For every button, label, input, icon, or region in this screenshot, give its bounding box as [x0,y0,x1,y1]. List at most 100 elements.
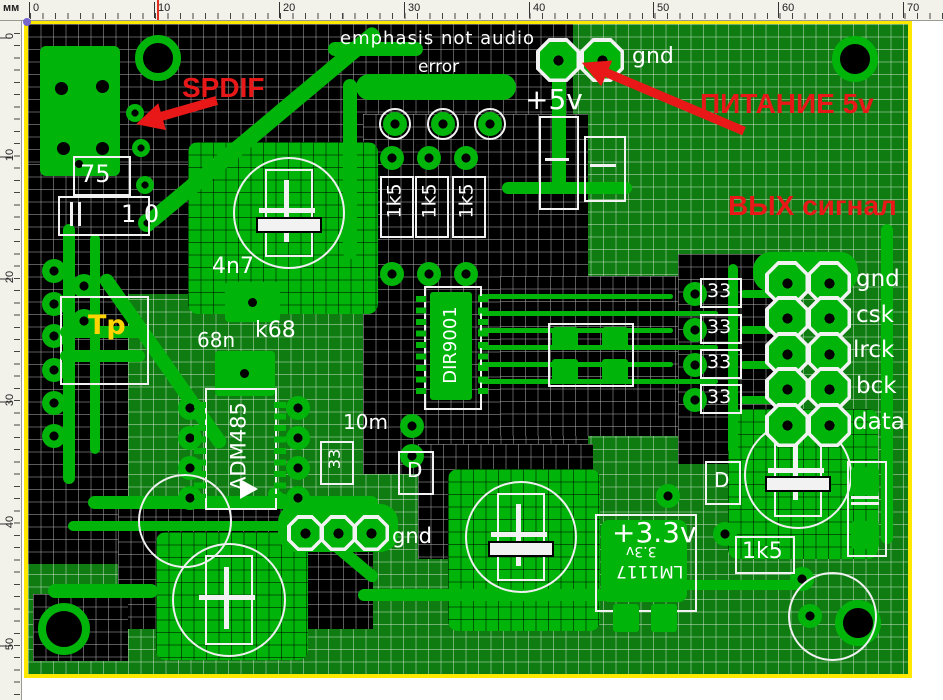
hole [240,369,249,378]
pad [656,484,680,508]
resistor-1k5-outline [415,176,449,238]
ic-pins [416,296,426,396]
cap-symbol [70,202,73,226]
test-point-outline [60,296,149,385]
resistor-33-label: 33 [707,280,732,302]
trace [358,589,658,601]
cap-symbol [78,202,81,226]
pad [132,139,150,157]
trace [90,234,100,454]
diode-outline [705,461,741,505]
cap-symbol [851,496,879,499]
electrolytic-cap [465,481,577,593]
cap-polarity-bar [256,217,322,233]
regulator-voltage-label: 3.3v [626,543,657,559]
cap-body-outline [265,169,313,257]
trace [478,379,718,384]
trace [48,584,158,598]
ic-pins [194,402,206,498]
resistor-33-outline [700,278,742,308]
cap-body-outline [497,493,545,581]
resistor-33-outline [700,349,742,379]
gnd-top-label: gnd [632,44,674,69]
pad [42,391,66,415]
cap-footprint-outline [539,116,579,210]
resistor-1k5-label: 1k5 [383,183,406,219]
resistor-1k5-label: 1k5 [742,539,783,564]
trace [740,326,780,334]
cap-polarity-bar [765,476,831,492]
crystal-outline [548,323,634,387]
cap-symbol [590,164,616,167]
trace [740,396,780,404]
pad [42,424,66,448]
regulator-outline [595,514,697,612]
cap-cross [224,567,229,629]
mounting-hole [38,603,90,655]
ic-dir9001-body [430,292,472,400]
regulator-pin [651,604,677,632]
pad [136,176,154,194]
header-pin-label-bck: bck [856,373,897,399]
cap-k68-label: k68 [255,318,296,343]
resistor-75-label: 75 [80,160,111,188]
output-annotation: ВЫХ сигнал [728,190,897,221]
hole [96,142,109,155]
resistor-33-outline [700,384,742,414]
trace [356,74,516,100]
trace [60,326,145,338]
cap-cross [516,504,521,566]
pad [683,282,707,306]
header-pin-label-gnd: gnd [856,266,900,292]
trace [728,264,738,454]
hole [75,160,83,168]
pad [286,426,310,450]
hole [248,298,257,307]
header-pin-label-lrck: lrck [853,337,895,363]
ruler-top: мм 0 10 20 30 40 50 60 70 [0,0,943,21]
resistor-1k5-label: 1k5 [455,183,478,219]
header-pin [807,367,851,411]
smd-pad [851,521,879,549]
trace [478,294,673,299]
resistor-1k5-outline [380,176,414,238]
spdif-annotation: SPDIF [182,72,265,103]
resistor-1k5-outline [452,176,486,238]
ic-pins [478,296,488,396]
diode-label: D [407,458,423,482]
plus5v-label: +5v [525,83,583,116]
ruler-left: 0 10 20 30 40 50 [0,0,22,700]
gnd-pin [320,515,356,551]
pad [286,456,310,480]
cap-footprint-outline [584,136,626,202]
pad [138,214,156,232]
pad [683,353,707,377]
header-pin-label-csk: csk [856,302,894,328]
pad-outline [474,108,506,140]
cap-polarity-bar [488,541,554,557]
copper-pad-block [40,46,120,176]
cap-cross [284,180,289,242]
resistor-1k5-label: 1k5 [418,183,441,219]
trace [552,74,566,194]
resistor-33-label: 33 [707,386,732,408]
electrolytic-cap [233,157,345,269]
trace [343,79,357,259]
pad [417,262,441,286]
cap-4n7-label: 4n7 [212,254,254,279]
trace [740,290,780,298]
resistor-1k5-outline [735,536,795,574]
pad-outline [379,108,411,140]
pad [286,396,310,420]
hole [55,82,68,95]
header-pin [765,296,809,340]
pcb-canvas[interactable]: 75 1 0 Tp 4n7 68n k68 1k5 1k5 1k5 DIR900… [24,20,912,678]
pad-outline [427,108,459,140]
smd-pad [552,359,578,381]
cap-symbol [851,502,879,505]
cap-10m-label: 10m [343,410,388,434]
cap-outline [138,474,232,568]
pad [72,274,96,298]
cap-body-outline [205,555,253,645]
